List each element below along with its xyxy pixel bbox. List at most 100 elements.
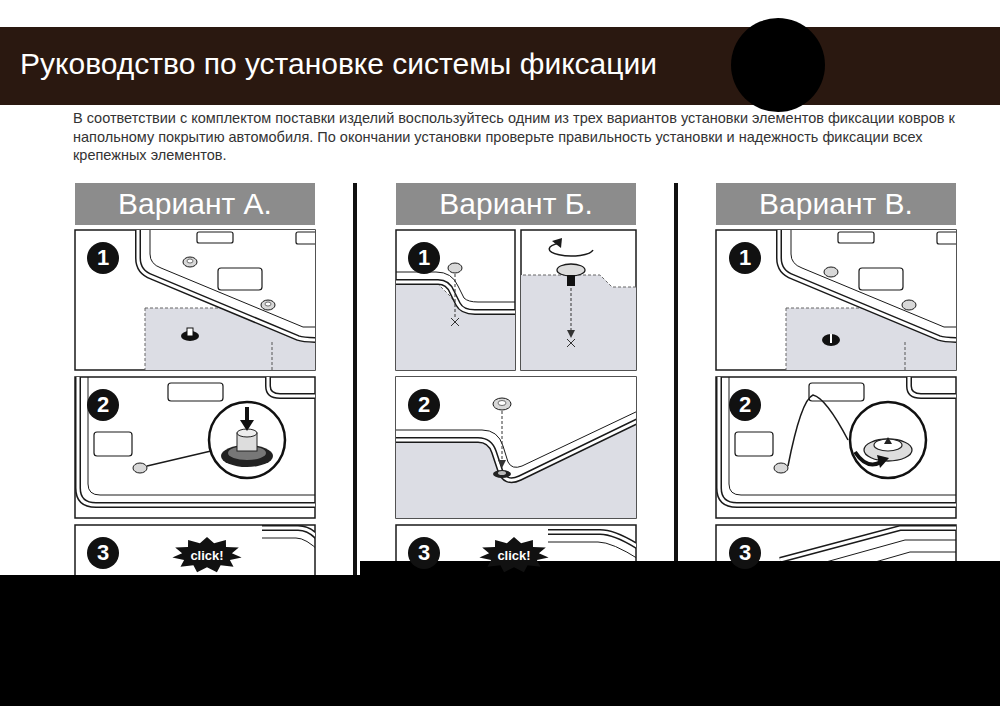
mat-drawing	[502, 411, 503, 466]
mat-drawing	[719, 377, 956, 505]
header-bar	[0, 27, 1000, 105]
click-burst: click!	[479, 537, 549, 573]
number-circle	[729, 242, 761, 274]
variant-header: Вариант А.	[75, 183, 315, 225]
column-divider	[353, 183, 357, 575]
mat-drawing	[780, 528, 956, 560]
mat-drawing	[735, 432, 773, 456]
number-circle	[87, 389, 119, 421]
node-text: Вариант В.	[759, 187, 913, 221]
mat-drawing	[209, 402, 285, 478]
step-number: 1	[729, 242, 761, 274]
step-number: 3	[408, 537, 440, 569]
mat-drawing	[719, 377, 956, 505]
mat-drawing	[498, 401, 506, 406]
image-damage	[0, 561, 1000, 706]
mat-drawing	[272, 342, 273, 370]
node-text: click!	[190, 548, 223, 563]
mat-drawing	[788, 395, 848, 466]
mat-drawing	[779, 230, 956, 340]
mat-drawing	[779, 230, 956, 340]
mat-drawing	[549, 243, 593, 256]
mat-drawing	[548, 532, 636, 548]
mat-drawing	[168, 383, 223, 401]
number-circle	[408, 389, 440, 421]
mat-drawing	[567, 330, 575, 338]
intro-text: В соответствии с комплектом поставки изд…	[73, 109, 958, 165]
mat-drawing	[719, 377, 956, 505]
column-divider	[674, 183, 678, 575]
mat-drawing	[147, 451, 211, 466]
number-circle	[729, 389, 761, 421]
mat-drawing	[78, 377, 315, 505]
mat-drawing	[150, 230, 315, 327]
mat-drawing	[448, 263, 462, 273]
mat-drawing	[780, 528, 956, 560]
mat-drawing	[187, 328, 193, 336]
mat-drawing	[729, 377, 956, 495]
mat-drawing	[396, 377, 636, 480]
mat-drawing	[268, 377, 315, 396]
mat-drawing	[548, 532, 636, 560]
node-text: 1	[739, 246, 751, 270]
mat-drawing	[521, 275, 636, 370]
mat-drawing	[218, 268, 262, 290]
image-damage	[0, 575, 1000, 706]
starburst-shape	[479, 537, 548, 572]
mat-drawing	[809, 383, 864, 401]
node-text: 1	[97, 246, 109, 270]
header-bar	[731, 18, 825, 112]
header-bar	[0, 18, 1000, 112]
mat-drawing	[521, 238, 636, 370]
mat-drawing	[498, 460, 506, 468]
mat-drawing	[937, 232, 956, 244]
mat-drawing	[138, 230, 315, 340]
mat-drawing	[557, 264, 585, 276]
mat-drawing	[78, 377, 315, 505]
number-circle	[87, 537, 119, 569]
mat-drawing	[548, 532, 636, 548]
step-number: 2	[408, 389, 440, 421]
number-circle	[408, 537, 440, 569]
mat-drawing	[493, 470, 511, 478]
mat-drawing	[552, 238, 562, 248]
step-number: 1	[87, 242, 119, 274]
mat-drawing	[197, 232, 233, 243]
mat-drawing	[133, 463, 147, 473]
mat-drawing	[88, 377, 315, 495]
mat-drawing	[567, 339, 575, 347]
mat-drawing	[791, 230, 956, 327]
step-number: 1	[408, 242, 440, 274]
node-text: 2	[97, 393, 109, 417]
mat-drawing	[719, 377, 956, 505]
mat-drawing	[909, 377, 956, 396]
node-text: 2	[739, 393, 751, 417]
mat-drawing	[855, 452, 881, 464]
mat-drawing	[455, 274, 456, 318]
mat-drawing	[78, 377, 315, 505]
mat-drawing	[262, 538, 315, 552]
mat-drawing	[779, 230, 956, 370]
variant-header: Вариант В.	[716, 183, 956, 225]
step-number: 3	[729, 537, 761, 569]
mat-drawing	[548, 542, 636, 560]
mat-drawing	[396, 377, 636, 518]
node-text: click!	[497, 548, 530, 563]
step-number: 3	[87, 537, 119, 569]
mat-drawing	[779, 230, 956, 370]
step-number: 2	[87, 389, 119, 421]
mat-drawing	[498, 471, 506, 475]
node-text: 3	[739, 541, 751, 565]
mat-drawing	[187, 259, 193, 263]
mat-drawing	[183, 257, 197, 267]
mat-drawing	[838, 232, 874, 243]
click-burst: click!	[172, 537, 242, 573]
page-title: Руководство по установке системы фиксаци…	[20, 46, 657, 82]
mat-drawing	[909, 377, 956, 396]
mat-drawing	[567, 275, 575, 286]
starburst-shape	[172, 537, 241, 572]
